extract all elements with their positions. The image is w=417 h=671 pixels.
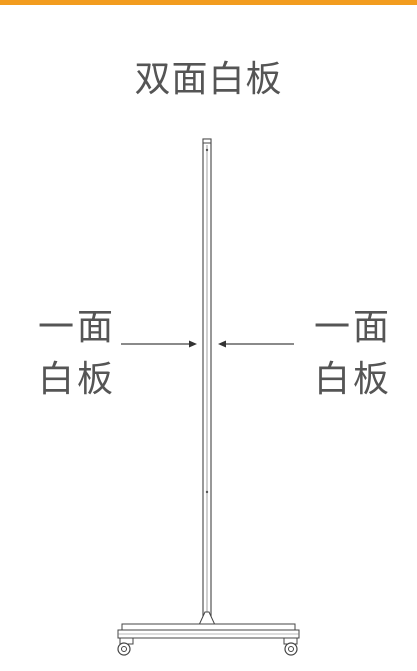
left-caster-wheel [117,637,134,656]
base-bracket [198,611,216,626]
right-caster-wheel [283,637,298,656]
right-label-line-1: 一面 [313,307,392,348]
left-label-line-2: 白板 [37,359,116,400]
right-arrow [218,340,294,348]
base-bar-top [121,623,296,631]
left-label-line-1: 一面 [37,307,116,348]
left-side-label: 一面 白板 [22,302,132,406]
right-side-label: 一面 白板 [298,302,408,406]
diagram-title: 双面白板 [134,59,283,100]
top-accent-bar [0,0,417,5]
right-label-line-2: 白板 [313,359,392,400]
whiteboard-panel [202,138,212,626]
panel-mid-hole [205,490,209,494]
stand-base [117,611,300,656]
panel-top-hole [205,148,209,152]
panel-top-cap [202,138,212,144]
left-arrow [121,340,197,348]
